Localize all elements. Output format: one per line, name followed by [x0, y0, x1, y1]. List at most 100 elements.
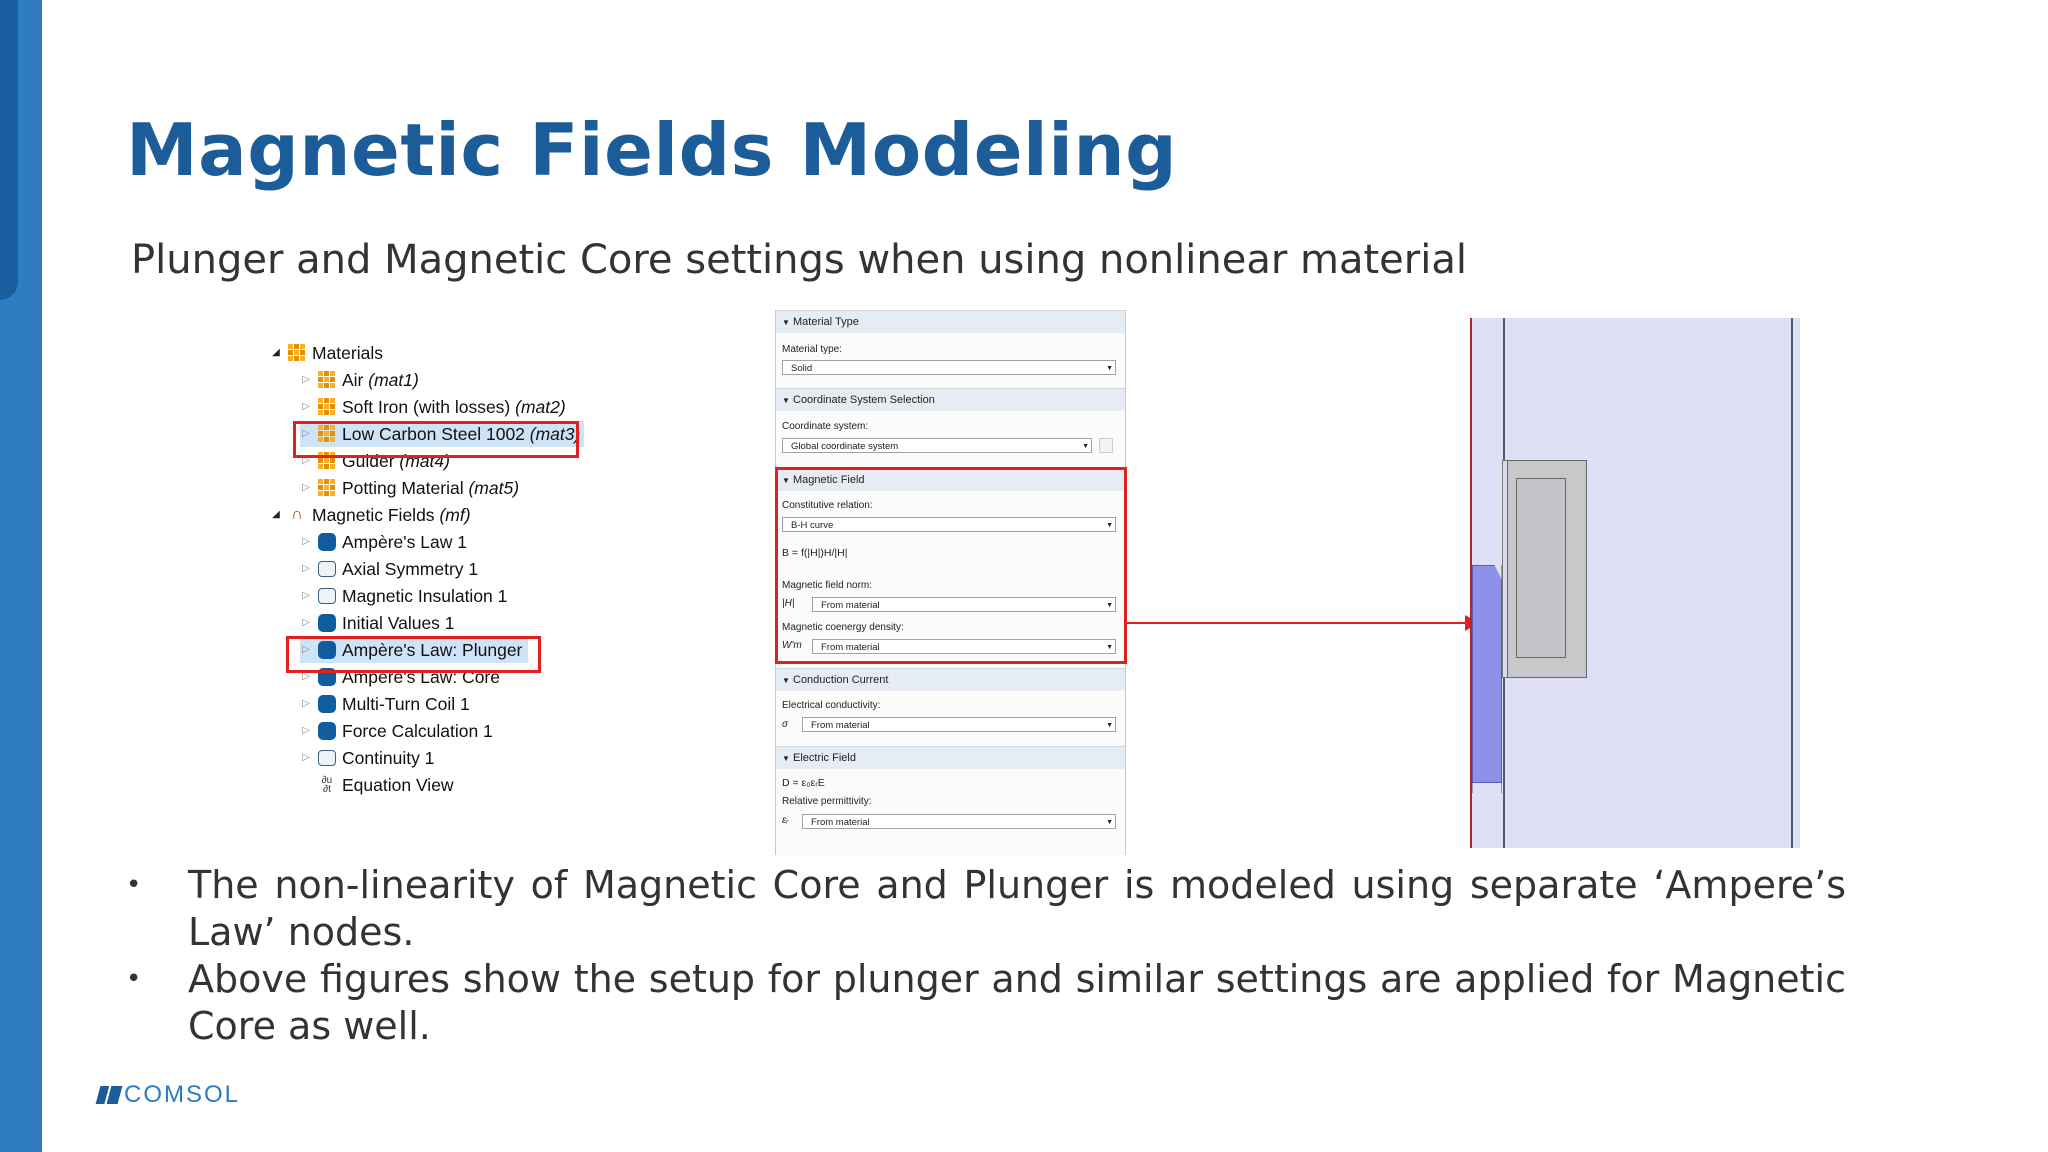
boundary-feature-icon: [318, 588, 336, 604]
boundary-feature-icon: [318, 750, 336, 766]
material-type-label: Material type:: [782, 344, 843, 355]
section-header-material-type[interactable]: ▼Material Type: [776, 310, 1125, 333]
expand-arrow-icon[interactable]: ▷: [302, 671, 310, 682]
tree-node-label: Ampère's Law 1: [342, 532, 467, 552]
tree-node-label: Initial Values 1: [342, 613, 455, 633]
highlight-box-magnetic-field: [775, 467, 1127, 664]
domain-feature-icon: [318, 695, 336, 713]
tree-node-amperes-law-1[interactable]: ▷ Ampère's Law 1: [300, 529, 467, 555]
highlight-box-plunger-node: [286, 636, 541, 673]
tree-node-label: Multi-Turn Coil 1: [342, 694, 470, 714]
tree-node-magnetic-insulation-1[interactable]: ▷ Magnetic Insulation 1: [300, 583, 507, 609]
model-tree: ◢ Materials ▷ Air (mat1) ▷ Soft Iron (wi…: [270, 340, 630, 820]
tree-node-multi-turn-coil-1[interactable]: ▷ Multi-Turn Coil 1: [300, 691, 470, 717]
tree-node-tag: (mat1): [368, 370, 419, 390]
tree-node-air[interactable]: ▷ Air (mat1): [300, 367, 419, 393]
tree-node-tag: (mat2): [515, 397, 566, 417]
highlight-box-material: [293, 421, 579, 458]
tree-node-low-carbon-steel[interactable]: ▷ Low Carbon Steel 1002 (mat3): [300, 421, 585, 447]
domain-feature-icon: [318, 614, 336, 632]
tree-node-label: Magnetic Fields: [312, 505, 435, 525]
core-inner-cavity: [1516, 478, 1566, 658]
collapse-triangle-icon: ▼: [782, 754, 790, 763]
coenergy-symbol: W'm: [782, 640, 802, 651]
bullet-dot: •: [126, 870, 142, 900]
expand-arrow-icon[interactable]: ▷: [302, 644, 310, 655]
tree-node-equation-view[interactable]: ∂u∂t Equation View: [300, 772, 454, 798]
tree-node-tag: (mf): [439, 505, 471, 525]
domain-feature-icon: [318, 641, 336, 659]
expand-arrow-icon[interactable]: ▷: [302, 617, 310, 628]
dropdown-arrow-icon: ▼: [1106, 365, 1113, 372]
expand-arrow-icon[interactable]: ▷: [302, 536, 310, 547]
comsol-logo: COMSOL: [95, 1081, 240, 1108]
section-header-coordinate-system[interactable]: ▼Coordinate System Selection: [776, 388, 1125, 411]
collapse-arrow-icon[interactable]: ◢: [272, 509, 280, 520]
tree-node-potting-material[interactable]: ▷ Potting Material (mat5): [300, 475, 519, 501]
bullet-list: •The non-linearity of Magnetic Core and …: [126, 862, 1846, 1050]
expand-arrow-icon[interactable]: ▷: [302, 455, 310, 466]
material-icon: [318, 371, 336, 389]
magnetic-field-norm-label: Magnetic field norm:: [782, 580, 873, 591]
slide-subtitle: Plunger and Magnetic Core settings when …: [131, 237, 1467, 283]
go-to-source-button[interactable]: [1099, 438, 1113, 453]
domain-feature-icon: [318, 533, 336, 551]
left-accent-notch: [0, 0, 18, 300]
tree-node-force-calculation-1[interactable]: ▷ Force Calculation 1: [300, 718, 493, 744]
tree-node-soft-iron[interactable]: ▷ Soft Iron (with losses) (mat2): [300, 394, 566, 420]
expand-arrow-icon[interactable]: ▷: [302, 752, 310, 763]
tree-node-label: Force Calculation 1: [342, 721, 493, 741]
tree-node-label: Air: [342, 370, 364, 390]
relative-permittivity-select[interactable]: From material▼: [802, 814, 1116, 829]
material-type-select[interactable]: Solid▼: [782, 360, 1116, 375]
tree-node-axial-symmetry-1[interactable]: ▷ Axial Symmetry 1: [300, 556, 478, 582]
coordinate-system-label: Coordinate system:: [782, 421, 869, 432]
expand-arrow-icon[interactable]: ▷: [302, 428, 310, 439]
expand-arrow-icon[interactable]: ▷: [302, 590, 310, 601]
expand-arrow-icon[interactable]: ▷: [302, 563, 310, 574]
bullet-item: •Above figures show the setup for plunge…: [126, 957, 1846, 1048]
tree-node-label: Ampère's Law: Plunger: [342, 640, 523, 660]
materials-icon: [288, 344, 306, 362]
magnetic-coenergy-select[interactable]: From material▼: [812, 639, 1116, 654]
expand-arrow-icon[interactable]: ▷: [302, 374, 310, 385]
material-icon: [318, 479, 336, 497]
tree-node-continuity-1[interactable]: ▷ Continuity 1: [300, 745, 434, 771]
magnetic-field-norm-select[interactable]: From material▼: [812, 597, 1116, 612]
plunger-domain: [1472, 565, 1502, 783]
electrical-conductivity-label: Electrical conductivity:: [782, 700, 881, 711]
logo-mark-icon: [95, 1086, 123, 1104]
expand-arrow-icon[interactable]: ▷: [302, 725, 310, 736]
tree-node-materials[interactable]: ◢ Materials: [270, 340, 383, 366]
dropdown-arrow-icon: ▼: [1106, 819, 1113, 826]
equation-icon: ∂u∂t: [321, 775, 333, 795]
tree-node-tag: (mat5): [468, 478, 520, 498]
slide-title: Magnetic Fields Modeling: [126, 108, 1178, 192]
electrical-conductivity-select[interactable]: From material▼: [802, 717, 1116, 732]
expand-arrow-icon[interactable]: ▷: [302, 482, 310, 493]
section-header-electric-field[interactable]: ▼Electric Field: [776, 746, 1125, 769]
tree-node-magnetic-fields[interactable]: ◢ ∩ Magnetic Fields (mf): [270, 502, 471, 528]
expand-arrow-icon[interactable]: ▷: [302, 401, 310, 412]
conductivity-symbol: σ: [782, 719, 789, 730]
collapse-triangle-icon: ▼: [782, 396, 790, 405]
geometry-boundary-line: [1791, 318, 1793, 848]
tree-node-initial-values-1[interactable]: ▷ Initial Values 1: [300, 610, 455, 636]
collapse-triangle-icon: ▼: [782, 676, 790, 685]
collapse-triangle-icon: ▼: [782, 476, 790, 485]
constitutive-relation-select[interactable]: B-H curve▼: [782, 517, 1116, 532]
material-icon: [318, 425, 336, 443]
collapse-arrow-icon[interactable]: ◢: [272, 347, 280, 358]
expand-arrow-icon[interactable]: ▷: [302, 698, 310, 709]
displacement-formula: D = ε₀εᵣE: [782, 777, 825, 789]
coordinate-system-select[interactable]: Global coordinate system▼: [782, 438, 1092, 453]
tree-node-label: Equation View: [342, 775, 454, 795]
bullet-item: •The non-linearity of Magnetic Core and …: [126, 863, 1846, 954]
domain-feature-icon: [318, 722, 336, 740]
field-norm-symbol: |H|: [782, 598, 795, 609]
pointer-arrow-line: [1125, 622, 1465, 624]
tree-node-label: Magnetic Insulation 1: [342, 586, 508, 606]
section-header-conduction-current[interactable]: ▼Conduction Current: [776, 668, 1125, 691]
tree-node-amperes-law-plunger[interactable]: ▷ Ampère's Law: Plunger: [300, 637, 529, 663]
bh-formula: B = f(|H|)H/|H|: [782, 547, 848, 559]
